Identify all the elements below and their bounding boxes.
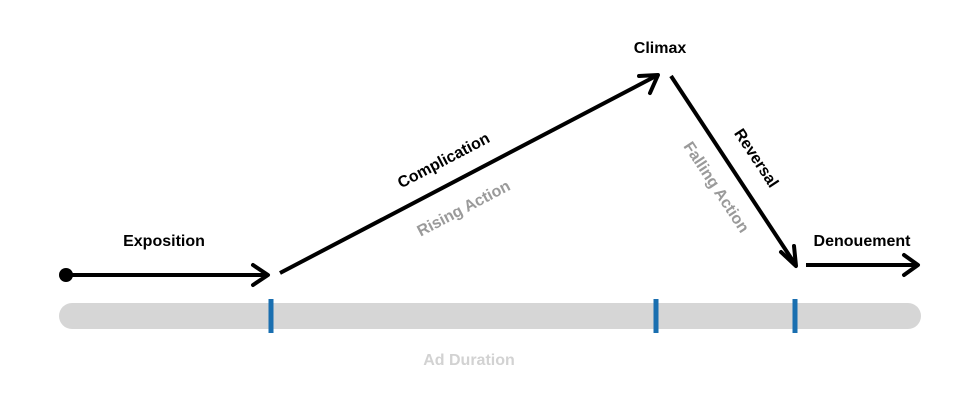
falling-action-arrow — [669, 74, 797, 266]
label-rising-action: Rising Action — [415, 178, 514, 241]
label-denouement: Denouement — [814, 233, 912, 250]
label-exposition: Exposition — [123, 233, 205, 250]
rising-action-arrow — [279, 74, 657, 275]
falling-action-arrowhead — [779, 244, 798, 268]
label-falling-action: Falling Action — [680, 139, 752, 236]
label-ad-duration: Ad Duration — [423, 352, 515, 369]
label-climax: Climax — [634, 40, 687, 57]
denouement-arrowhead — [902, 253, 920, 277]
ad-duration-bar — [59, 303, 921, 329]
exposition-arrowhead — [251, 263, 270, 287]
label-reversal: Reversal — [730, 126, 781, 191]
rising-action-arrowhead — [637, 73, 660, 95]
label-complication: Complication — [395, 130, 493, 192]
